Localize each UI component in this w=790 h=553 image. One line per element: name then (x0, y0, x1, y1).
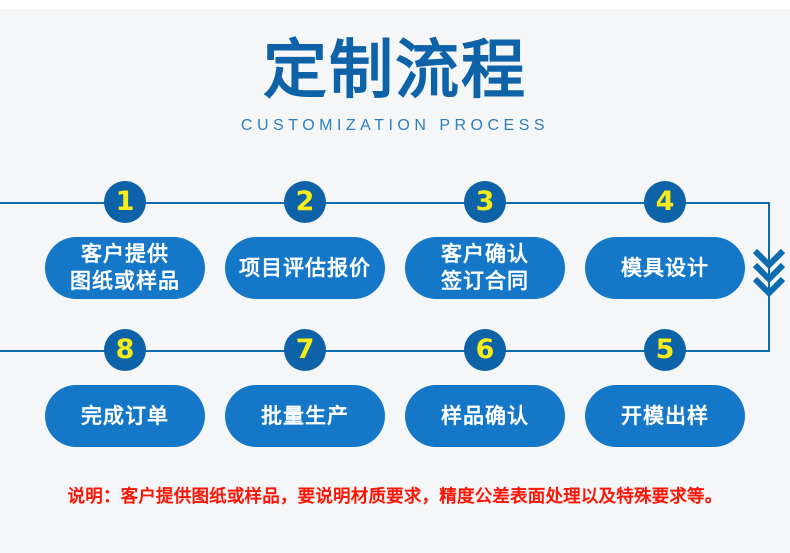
flow-step-5[interactable]: 5 开模出样 (580, 329, 750, 447)
step-label-line: 模具设计 (621, 255, 709, 280)
flow-step-6[interactable]: 6 样品确认 (400, 329, 570, 447)
page-subtitle: CUSTOMIZATION PROCESS (240, 117, 550, 134)
step-label-line: 批量生产 (261, 403, 349, 428)
step-number-badge: 8 (104, 329, 146, 371)
footer-note: 说明：客户提供图纸或样品，要说明材质要求，精度公差表面处理以及特殊要求等。 (67, 487, 723, 507)
chevron-down-icon (752, 276, 786, 298)
step-label-line: 开模出样 (621, 403, 709, 428)
step-label-line: 签订合同 (441, 269, 529, 293)
step-label-pill[interactable]: 批量生产 (225, 385, 385, 447)
header: 定制流程 CUSTOMIZATION PROCESS (0, 34, 790, 136)
step-label-pill[interactable]: 模具设计 (585, 237, 745, 299)
top-white-strip (0, 0, 790, 9)
step-label-line: 项目评估报价 (239, 255, 371, 280)
connector-line-row1 (0, 202, 770, 204)
step-label-pill[interactable]: 完成订单 (45, 385, 205, 447)
bottom-strip (0, 548, 790, 553)
flow-step-7[interactable]: 7 批量生产 (220, 329, 390, 447)
chevron-down-icon (752, 248, 786, 270)
step-number-badge: 1 (104, 181, 146, 223)
step-label-line: 图纸或样品 (70, 269, 180, 293)
step-number-badge: 3 (464, 181, 506, 223)
flow-step-3[interactable]: 3 客户确认 签订合同 (400, 181, 570, 299)
step-label-pill[interactable]: 开模出样 (585, 385, 745, 447)
step-label-line: 样品确认 (441, 403, 529, 428)
step-number-badge: 5 (644, 329, 686, 371)
flow-step-2[interactable]: 2 项目评估报价 (220, 181, 390, 299)
connector-line-row2 (0, 350, 770, 352)
step-label-line: 客户提供 (81, 242, 169, 266)
flow-step-1[interactable]: 1 客户提供 图纸或样品 (40, 181, 210, 299)
flow-step-8[interactable]: 8 完成订单 (40, 329, 210, 447)
chevron-down-icon (752, 262, 786, 284)
page-title: 定制流程 (263, 34, 527, 108)
step-label-pill[interactable]: 客户确认 签订合同 (405, 237, 565, 299)
step-label-pill[interactable]: 客户提供 图纸或样品 (45, 237, 205, 299)
flow-direction-arrows (752, 248, 786, 306)
flow-step-4[interactable]: 4 模具设计 (580, 181, 750, 299)
step-number-badge: 4 (644, 181, 686, 223)
step-label-pill[interactable]: 项目评估报价 (225, 237, 385, 299)
step-label-line: 完成订单 (81, 403, 169, 428)
step-label-line: 客户确认 (441, 242, 529, 266)
step-number-badge: 2 (284, 181, 326, 223)
step-label-pill[interactable]: 样品确认 (405, 385, 565, 447)
step-number-badge: 6 (464, 329, 506, 371)
step-number-badge: 7 (284, 329, 326, 371)
